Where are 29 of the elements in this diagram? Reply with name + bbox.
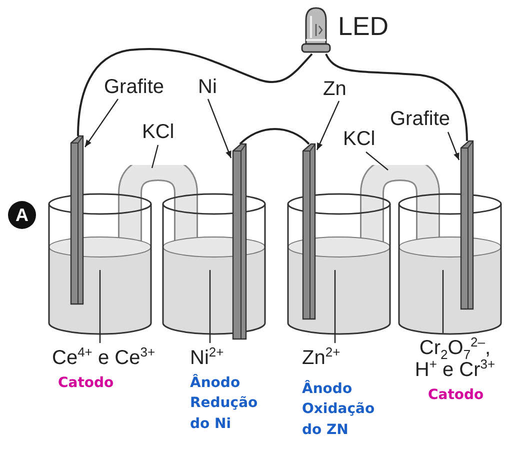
leader-line bbox=[209, 270, 211, 343]
leader-line bbox=[151, 144, 159, 168]
leader-line bbox=[207, 98, 232, 158]
ion-label: Cr$_{2}$O$_{7}$$^{2–}$, H$^{+}$ e Cr$^{3+}$ bbox=[414, 337, 496, 381]
leader-line bbox=[316, 100, 340, 150]
wire bbox=[239, 128, 310, 145]
part-label: KCl bbox=[142, 121, 174, 143]
part-label: Grafite bbox=[104, 76, 164, 98]
leader-line bbox=[442, 270, 444, 333]
part-label: Zn bbox=[323, 78, 346, 100]
part-label: Ni bbox=[198, 76, 217, 98]
electrode-role-label: Catodo bbox=[58, 374, 114, 393]
leader-line bbox=[447, 132, 460, 160]
leader-line bbox=[99, 270, 101, 343]
leader-line bbox=[366, 152, 388, 170]
electrode-role-label: Ânodo Oxidação do ZN bbox=[302, 379, 376, 440]
led-label: LED bbox=[338, 12, 389, 41]
part-label: KCl bbox=[343, 128, 376, 150]
wire bbox=[325, 54, 468, 142]
electrode-role-label: Catodo bbox=[428, 386, 484, 405]
leader-line bbox=[84, 98, 118, 148]
part-label: Grafite bbox=[390, 108, 450, 130]
ion-label: Ni$^{2+}$ bbox=[190, 347, 224, 369]
panel-letter: A bbox=[8, 201, 36, 229]
leader-line bbox=[334, 270, 336, 343]
wire bbox=[77, 48, 313, 136]
ion-label: Zn$^{2+}$ bbox=[302, 347, 340, 369]
electrode-role-label: Ânodo Redução do Ni bbox=[190, 373, 259, 434]
ion-label: Ce$^{4+}$ e Ce$^{3+}$ bbox=[52, 347, 156, 369]
